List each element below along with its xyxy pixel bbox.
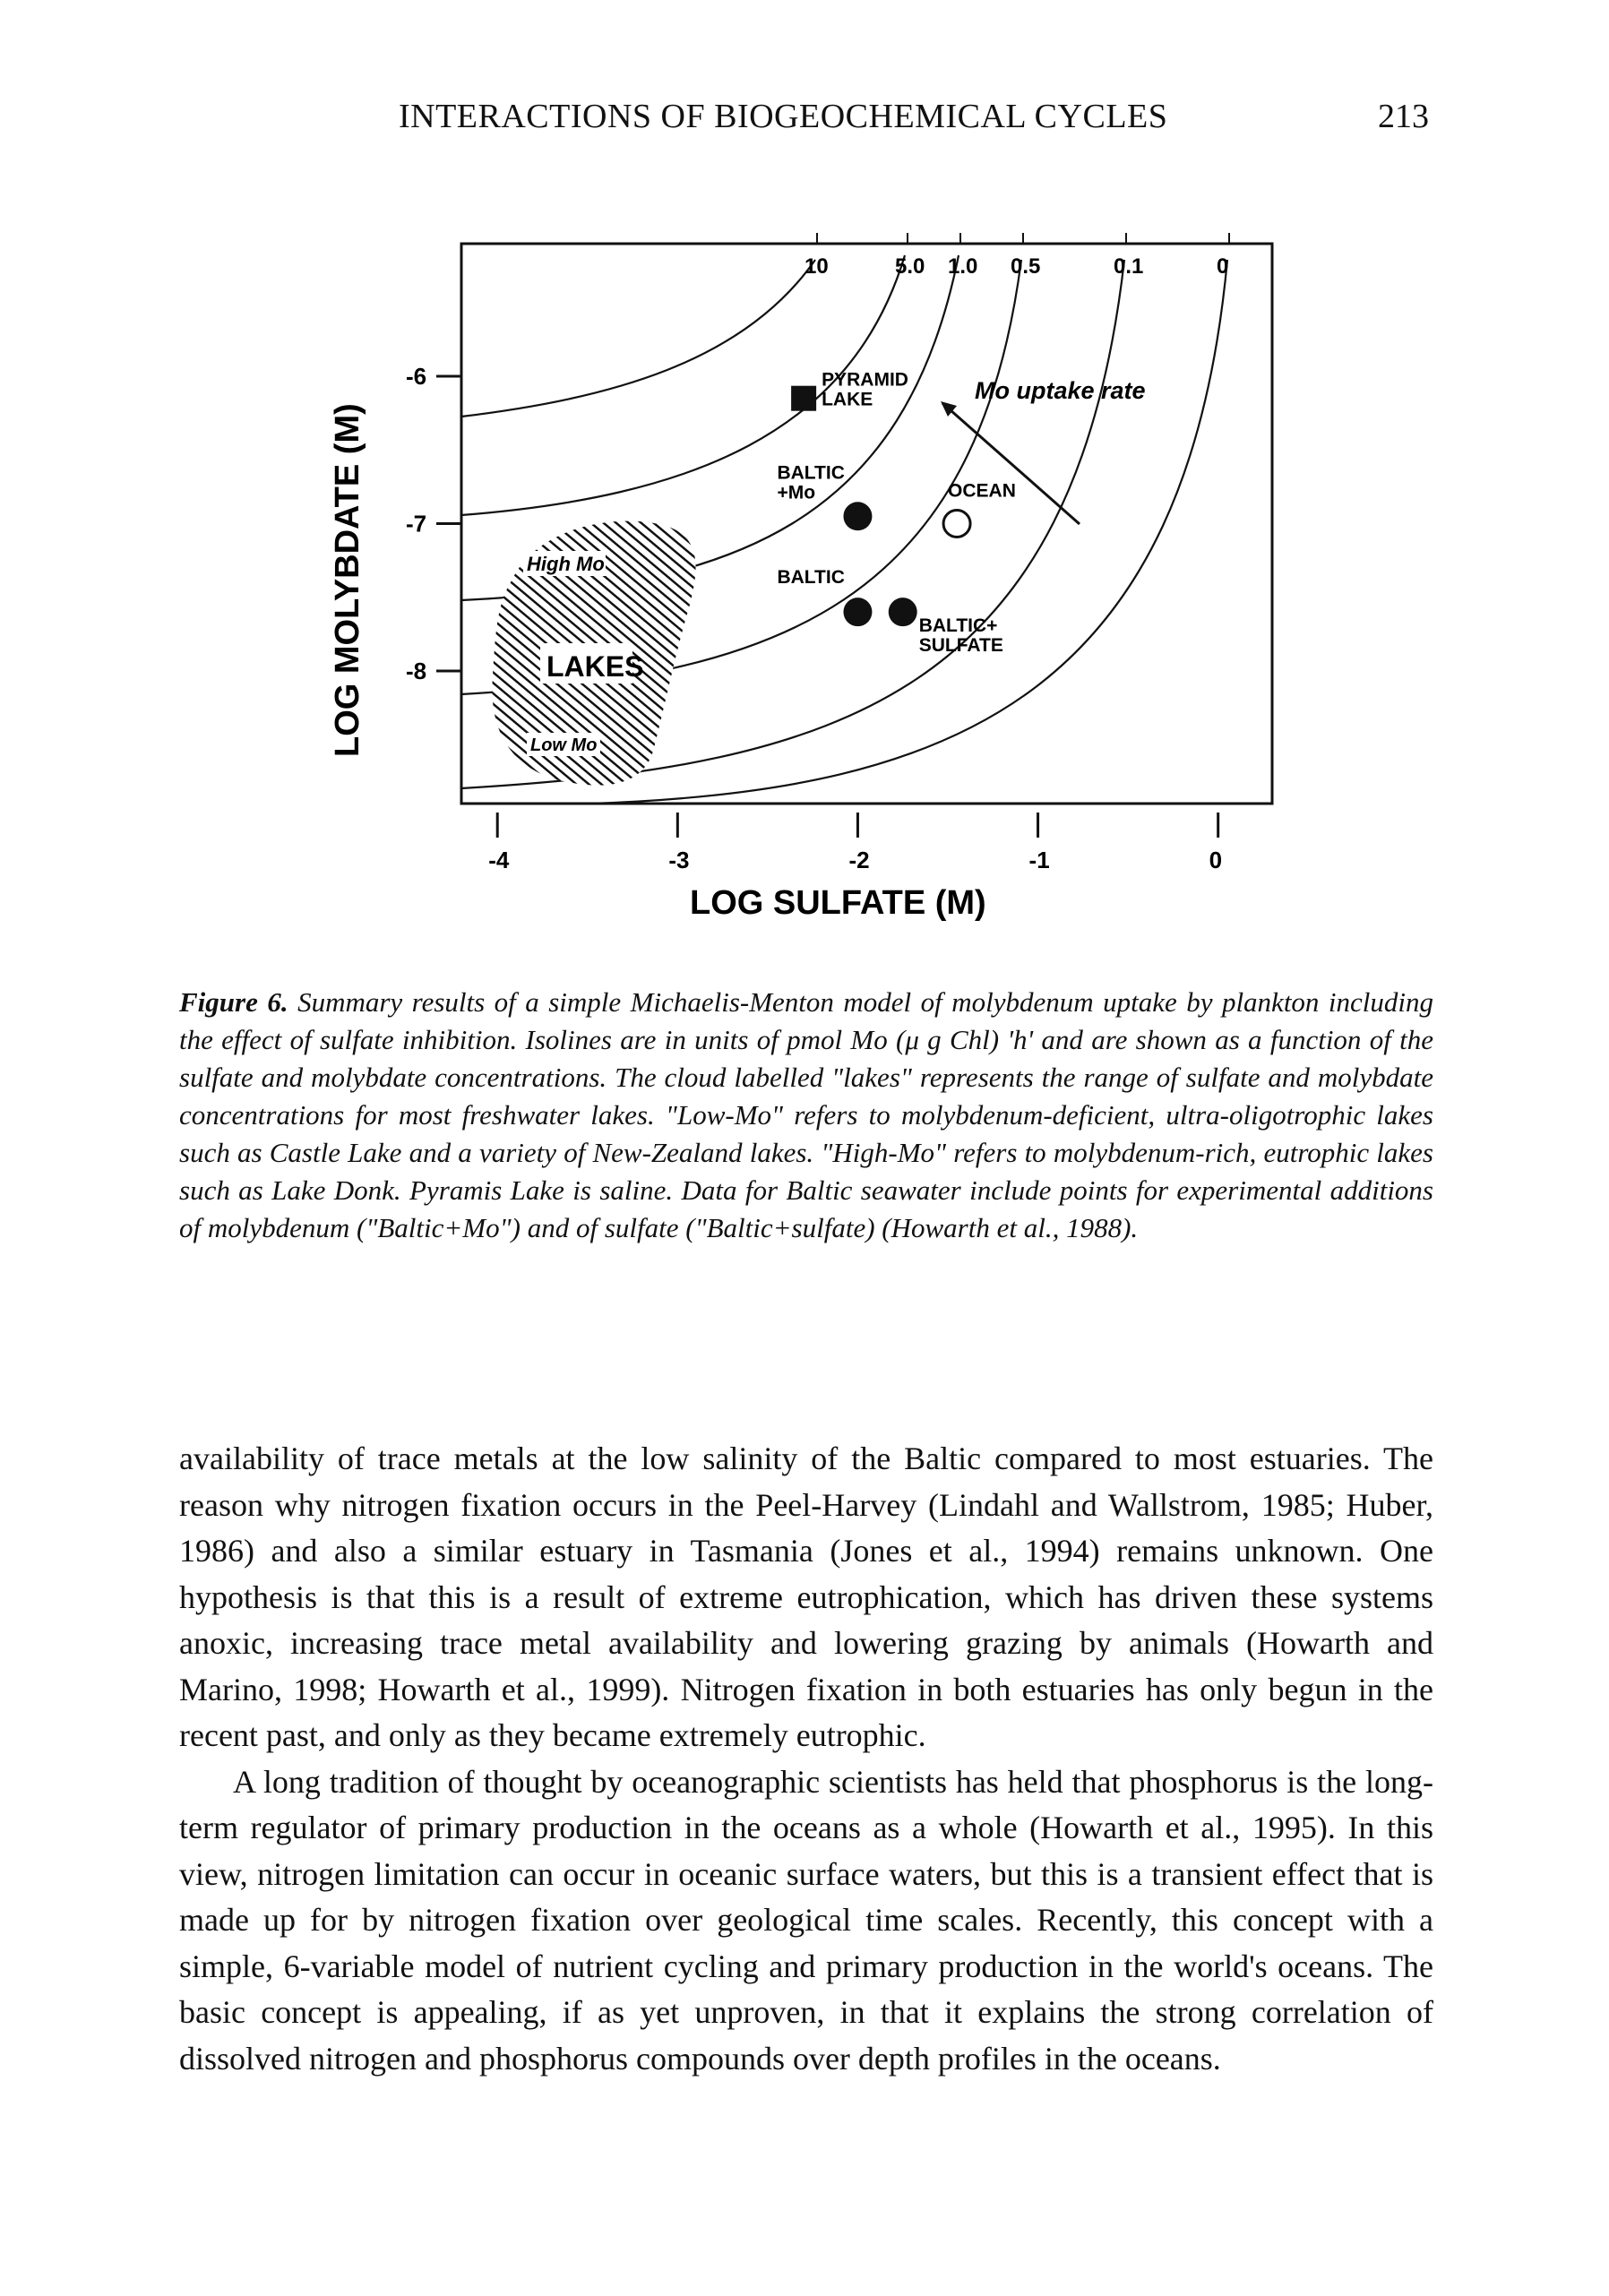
low-mo-label: Low Mo [530, 735, 597, 755]
axes: -4 -3 -2 -1 0 -6 -7 -8 [406, 363, 1222, 873]
page-number: 213 [1378, 98, 1429, 135]
figure-6: 10 5.0 1.0 0.5 0.1 0 LAKES High Mo Low Mo Mo … [314, 228, 1308, 945]
isoline [460, 259, 816, 418]
isoline [460, 254, 907, 517]
y-tick-label: -7 [406, 511, 426, 537]
isoline-label: 10 [804, 254, 829, 279]
isoline [590, 259, 1229, 805]
lakes-label: LAKES [546, 650, 643, 683]
x-tick-label: -2 [848, 847, 869, 873]
point-label: BALTIC+SULFATE [919, 615, 1003, 656]
body-text: availability of trace metals at the low … [179, 1436, 1433, 2082]
point-filled-circle [843, 598, 873, 627]
point-square [791, 385, 817, 411]
uptake-rate-arrow: Mo uptake rate [941, 377, 1146, 526]
running-header: INTERACTIONS OF BIOGEOCHEMICAL CYCLES 21… [179, 97, 1429, 150]
isoline-label: 0 [1217, 254, 1228, 279]
y-tick-label: -6 [406, 363, 426, 390]
high-mo-label: High Mo [527, 553, 605, 575]
mo-uptake-rate-label: Mo uptake rate [975, 377, 1146, 404]
point-filled-circle [888, 598, 917, 627]
caption-text: Summary results of a simple Michaelis-Me… [179, 986, 1434, 1243]
isoline-label: 1.0 [948, 254, 977, 279]
paragraph-1: availability of trace metals at the low … [179, 1440, 1433, 1753]
point-filled-circle [843, 502, 873, 531]
x-axis-title: LOG SULFATE (M) [690, 884, 986, 922]
x-tick-label: 0 [1209, 847, 1222, 873]
point-label: BALTIC+Mo [777, 462, 844, 503]
running-title: INTERACTIONS OF BIOGEOCHEMICAL CYCLES [399, 98, 1168, 135]
y-axis-title: LOG MOLYBDATE (M) [329, 403, 366, 757]
x-tick-label: -1 [1029, 847, 1050, 873]
lakes-cloud: LAKES High Mo Low Mo [492, 520, 696, 786]
molybdate-sulfate-chart: 10 5.0 1.0 0.5 0.1 0 LAKES High Mo Low Mo Mo … [329, 233, 1274, 922]
point-open-circle [942, 509, 972, 538]
paragraph-2: A long tradition of thought by oceanogra… [179, 1763, 1433, 2077]
isoline-label: 5.0 [895, 254, 925, 279]
x-tick-label: -3 [668, 847, 689, 873]
x-tick-label: -4 [488, 847, 510, 873]
figure-label: Figure 6. [179, 986, 288, 1018]
figure-caption: Figure 6. Summary results of a simple Mi… [179, 984, 1433, 1247]
y-tick-label: -8 [406, 658, 426, 684]
point-label: BALTIC [777, 567, 844, 588]
isoline-label: 0.1 [1114, 254, 1143, 279]
point-label: OCEAN [948, 481, 1016, 502]
isoline-label: 0.5 [1011, 254, 1040, 279]
